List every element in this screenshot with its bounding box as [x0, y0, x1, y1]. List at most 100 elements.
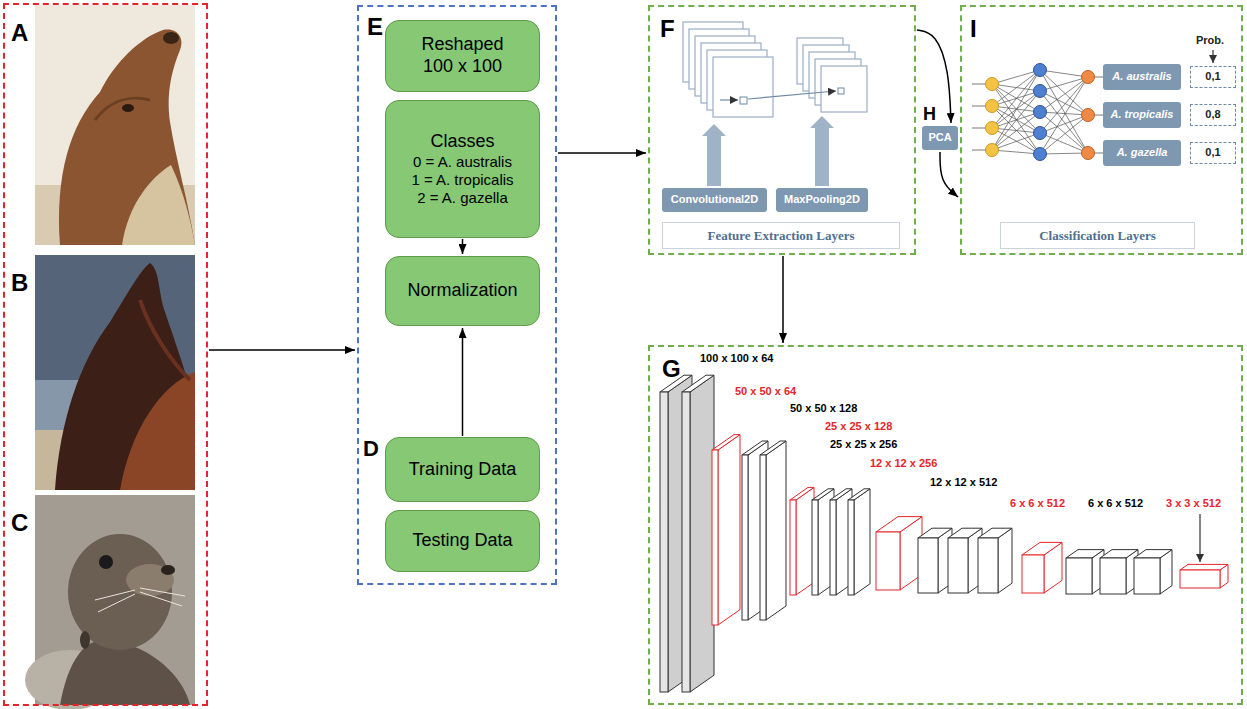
layer-tag: A. australis	[1103, 64, 1181, 90]
convolution-sketch	[838, 88, 844, 94]
vgg-layer-blocks	[682, 392, 690, 692]
vgg-layer-blocks	[668, 375, 692, 692]
pointer-arrow	[1200, 50, 1213, 562]
vgg-layer-blocks	[760, 441, 786, 455]
neural-network	[1094, 115, 1103, 116]
box-text: Normalization	[407, 280, 517, 302]
box-text: 0 = A. australis	[413, 153, 512, 171]
vgg-layer-blocks	[718, 435, 740, 625]
process-box: Testing Data	[385, 510, 540, 572]
pointer-arrow	[1212, 50, 1213, 63]
neural-network	[972, 64, 1103, 161]
neural-network	[992, 70, 1040, 106]
vgg-layer-blocks	[796, 487, 814, 595]
vgg-layer-blocks	[876, 517, 922, 532]
process-box: Normalization	[385, 256, 540, 326]
neural-network	[1094, 77, 1103, 78]
dimension-label: 12 x 12 x 512	[930, 476, 997, 489]
neural-network	[1040, 70, 1088, 153]
box-text: Feature Extraction Layers	[707, 228, 854, 244]
seal-photo-c	[25, 495, 195, 709]
panel-letter: A	[11, 19, 28, 48]
box-text: 0,1	[1205, 70, 1220, 83]
convolution-sketch	[720, 99, 738, 100]
neural-network	[986, 100, 999, 113]
vgg-layer-blocks	[682, 375, 714, 692]
neural-network	[992, 84, 1040, 91]
seal-photo-a	[35, 5, 195, 245]
convolution-sketch	[748, 91, 836, 99]
box-text: A. australis	[1112, 70, 1171, 83]
neural-network	[992, 106, 1040, 154]
box-text: Testing Data	[412, 530, 512, 552]
vgg-layer-blocks	[876, 517, 922, 590]
seal-photo-b	[55, 263, 195, 490]
box-text: Reshaped 100 x 100	[408, 34, 518, 77]
seal-photo-b	[35, 255, 195, 490]
panel-letter: G	[662, 355, 681, 384]
seal-photo-c	[95, 588, 185, 612]
dimension-label: 12 x 12 x 256	[870, 457, 937, 470]
neural-network	[1040, 91, 1088, 153]
section-title: Classification Layers	[1000, 222, 1195, 249]
vgg-layer-blocks	[682, 375, 714, 392]
vgg-layer-blocks	[760, 455, 766, 620]
neural-network	[1082, 147, 1095, 160]
stage-panel: FConvolutional2DMaxPooling2DFeature Extr…	[648, 5, 916, 255]
neural-network	[1094, 153, 1103, 154]
flow-arrow	[209, 349, 355, 351]
neural-network	[1040, 77, 1088, 154]
vgg-layer-blocks	[1100, 550, 1138, 594]
seal-photo-b	[140, 300, 190, 380]
vgg-layer-blocks	[1066, 550, 1104, 594]
seal-photo-c	[126, 564, 174, 596]
neural-network	[992, 70, 1040, 128]
vgg-layer-blocks	[1180, 570, 1220, 588]
neural-network	[1040, 70, 1088, 77]
panel-letter: E	[367, 13, 383, 42]
vgg-layer-blocks	[712, 435, 740, 450]
vgg-layer-blocks	[1134, 550, 1172, 558]
neural-network	[1040, 115, 1088, 154]
neural-network	[986, 78, 999, 91]
neural-network	[992, 84, 1040, 133]
panel-letter: C	[11, 509, 28, 538]
vgg-layer-blocks	[848, 489, 870, 500]
probability-box: 0,8	[1190, 104, 1236, 126]
vgg-layer-blocks	[830, 500, 836, 595]
neural-network	[1034, 127, 1047, 140]
neural-network	[972, 150, 985, 151]
panel-letter: B	[11, 269, 28, 298]
vgg-layer-blocks	[948, 528, 982, 538]
panel-letter: F	[660, 15, 675, 44]
vgg-layer-blocks	[760, 441, 786, 620]
vgg-layer-blocks	[1022, 542, 1062, 555]
vgg-layer-blocks	[978, 528, 1012, 538]
vgg-layer-blocks	[1134, 550, 1172, 594]
vgg-layer-blocks	[790, 487, 814, 500]
vgg-layer-blocks	[812, 500, 818, 595]
vgg-layer-blocks	[660, 375, 692, 692]
flow-arrow	[462, 239, 464, 254]
seal-photo-a	[122, 104, 134, 112]
vgg-layer-blocks	[812, 489, 834, 500]
vgg-layer-blocks	[1134, 558, 1160, 594]
layer-tag: A. gazella	[1103, 140, 1181, 166]
layer-tag: A. tropicalis	[1103, 102, 1181, 128]
vgg-layer-blocks	[790, 500, 796, 595]
convolution-sketch	[810, 116, 834, 186]
panel-letter: D	[363, 436, 379, 462]
preprocess-panel: E Reshaped 100 x 100Classes0 = A. austral…	[357, 5, 557, 585]
neural-network	[1040, 153, 1088, 154]
seal-photo-a	[95, 98, 150, 120]
flow-arrow	[782, 256, 784, 343]
box-text: Classes	[430, 131, 494, 153]
vgg-layer-blocks	[660, 375, 1228, 692]
process-box: Classes0 = A. australis1 = A. tropicalis…	[385, 100, 540, 238]
vgg-layer-blocks	[848, 489, 870, 595]
convolution-sketch	[821, 66, 867, 112]
neural-network	[1040, 70, 1088, 115]
